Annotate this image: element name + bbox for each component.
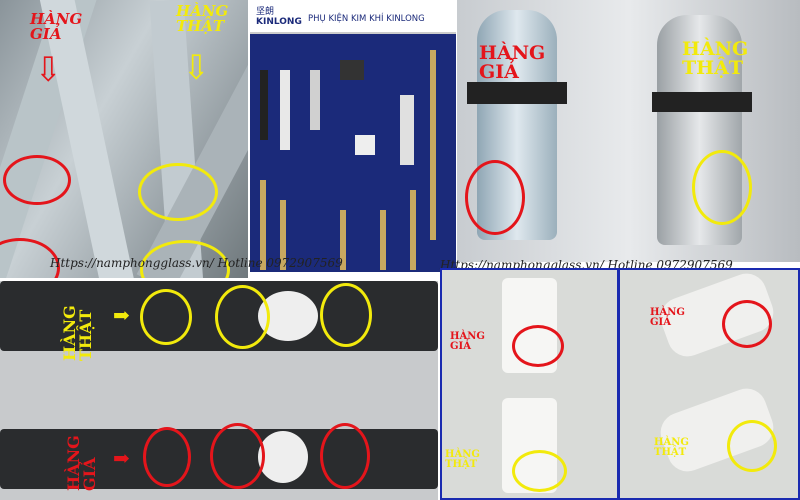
highlight-circle: [140, 289, 192, 345]
arrow-right-icon: ➡: [113, 446, 130, 470]
highlight-circle: [727, 420, 777, 472]
highlight-circle: [143, 427, 191, 487]
board-title: PHỤ KIỆN KIM KHÍ KINLONG: [308, 14, 425, 24]
highlight-circle: [320, 283, 372, 347]
highlight-circle: [465, 160, 525, 235]
highlight-circle: [215, 285, 270, 349]
label-real: HÀNG THẬT: [60, 305, 95, 361]
arrow-right-icon: ➡: [113, 303, 130, 327]
highlight-circle: [320, 423, 370, 489]
photo-hardware-bars: HÀNG THẬT ➡ HÀNG GIẢ ➡: [0, 281, 438, 500]
highlight-circle: [210, 423, 265, 489]
label-fake: HÀNG GIẢ: [64, 435, 99, 491]
watermark: Https://namphongglass.vn/ Hotline 097290…: [50, 256, 343, 270]
highlight-circle: [722, 300, 772, 348]
arrow-down-icon: ⇩: [182, 48, 211, 88]
highlight-circle: [692, 150, 752, 225]
highlight-circle: [3, 155, 71, 205]
highlight-circle: [512, 450, 567, 492]
arrow-down-icon: ⇩: [34, 50, 63, 90]
highlight-circle: [138, 163, 218, 221]
highlight-circle: [512, 325, 564, 367]
